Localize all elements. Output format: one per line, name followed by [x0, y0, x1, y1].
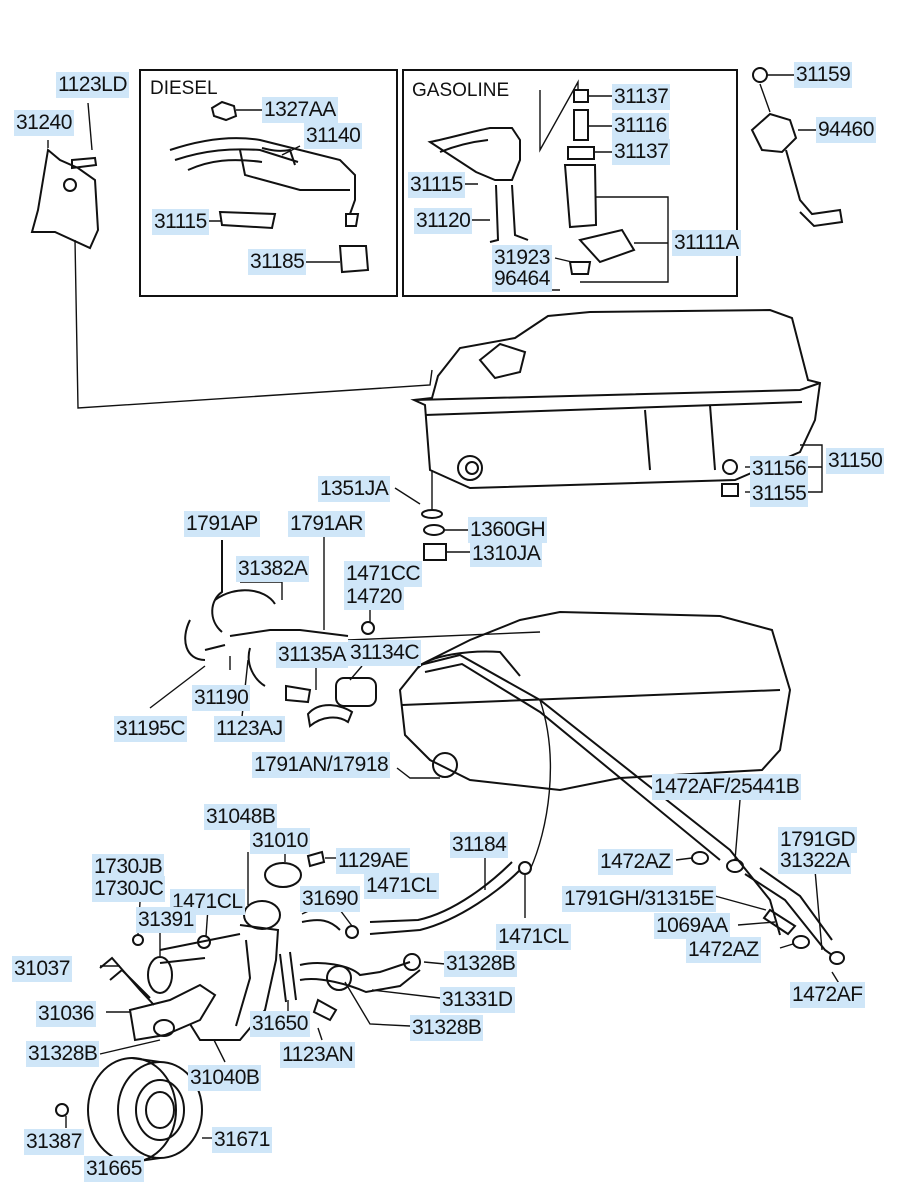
part-label-31134C[interactable]: 31134C: [348, 640, 422, 666]
part-label-1471CL-mid[interactable]: 1471CL: [364, 873, 439, 899]
part-label-31382A[interactable]: 31382A: [236, 556, 310, 582]
diesel-section-title: DIESEL: [150, 78, 218, 99]
part-label-1327AA[interactable]: 1327AA: [262, 97, 338, 123]
part-label-1791AN-17918[interactable]: 1791AN/17918: [252, 752, 391, 778]
part-label-31190[interactable]: 31190: [192, 685, 251, 711]
part-label-31037[interactable]: 31037: [12, 956, 72, 982]
part-label-1791GH-31315E[interactable]: 1791GH/31315E: [562, 886, 716, 912]
part-label-31240[interactable]: 31240: [14, 110, 74, 136]
part-label-31036[interactable]: 31036: [36, 1001, 96, 1027]
part-label-31140[interactable]: 31140: [304, 123, 363, 149]
part-label-31185[interactable]: 31185: [248, 249, 307, 275]
part-label-31328B-left[interactable]: 31328B: [26, 1041, 100, 1067]
part-label-1069AA[interactable]: 1069AA: [654, 913, 730, 939]
part-label-31159[interactable]: 31159: [794, 62, 853, 88]
part-label-31116[interactable]: 31116: [612, 113, 669, 139]
part-label-31328B-lower[interactable]: 31328B: [410, 1015, 484, 1041]
part-label-31120[interactable]: 31120: [414, 208, 473, 234]
filler-cap-parts: [750, 67, 844, 228]
part-label-1123LD[interactable]: 1123LD: [56, 72, 130, 98]
part-label-1471CL-right[interactable]: 1471CL: [496, 924, 571, 950]
part-label-31135A[interactable]: 31135A: [276, 642, 348, 668]
part-label-31137-top[interactable]: 31137: [612, 84, 671, 110]
part-label-1310JA[interactable]: 1310JA: [470, 541, 543, 567]
tank-bracket-part: [30, 148, 100, 250]
part-label-1351JA[interactable]: 1351JA: [318, 476, 391, 502]
part-label-1472AZ-upper[interactable]: 1472AZ: [598, 849, 673, 875]
fuel-tank-part: [410, 308, 822, 490]
part-label-1129AE[interactable]: 1129AE: [336, 848, 411, 874]
filler-lid-housing: [87, 1057, 203, 1163]
gasoline-pump-parts: [427, 89, 636, 275]
part-label-96464[interactable]: 96464: [492, 266, 552, 292]
part-label-31650[interactable]: 31650: [250, 1011, 310, 1037]
part-label-31184[interactable]: 31184: [450, 832, 509, 858]
fuel-tank-lower-view: [398, 610, 792, 792]
part-label-1730JB[interactable]: 1730JB: [92, 854, 165, 880]
part-label-1730JC[interactable]: 1730JC: [92, 876, 166, 902]
part-label-1360GH[interactable]: 1360GH: [468, 517, 548, 543]
part-label-31671[interactable]: 31671: [212, 1127, 272, 1153]
part-label-1791AR[interactable]: 1791AR: [288, 511, 365, 537]
part-label-14720[interactable]: 14720: [344, 584, 404, 610]
part-label-31115-gasoline[interactable]: 31115: [408, 172, 465, 198]
part-label-31328B-upper[interactable]: 31328B: [444, 951, 518, 977]
part-label-1472AF-25441B[interactable]: 1472AF/25441B: [652, 774, 802, 800]
part-label-31155[interactable]: 31155: [750, 481, 809, 507]
part-label-94460[interactable]: 94460: [816, 117, 876, 143]
part-label-31010[interactable]: 31010: [250, 828, 310, 854]
part-label-31111A[interactable]: 31111A: [672, 230, 741, 256]
diesel-section-box: [139, 69, 398, 297]
part-label-31665[interactable]: 31665: [84, 1156, 144, 1182]
diesel-pump-parts: [169, 100, 370, 274]
part-label-31391[interactable]: 31391: [136, 907, 196, 933]
part-label-31048B[interactable]: 31048B: [204, 804, 278, 830]
part-label-31322A[interactable]: 31322A: [778, 848, 852, 874]
part-label-31387[interactable]: 31387: [24, 1129, 84, 1155]
gasoline-section-box: [402, 69, 738, 297]
part-label-31115-diesel[interactable]: 31115: [152, 209, 209, 235]
part-label-31137-bottom[interactable]: 31137: [612, 139, 671, 165]
part-label-1791AP[interactable]: 1791AP: [184, 511, 260, 537]
part-label-1472AZ-lower[interactable]: 1472AZ: [686, 937, 761, 963]
part-label-31331D[interactable]: 31331D: [440, 987, 515, 1013]
gasoline-section-title: GASOLINE: [412, 80, 510, 101]
part-label-31156[interactable]: 31156: [750, 456, 809, 482]
part-label-31150[interactable]: 31150: [826, 448, 885, 474]
part-label-31690[interactable]: 31690: [300, 886, 360, 912]
part-label-31040B[interactable]: 31040B: [188, 1065, 262, 1091]
canister-hose-parts: [184, 540, 377, 728]
part-label-31195C[interactable]: 31195C: [114, 716, 188, 742]
part-label-1123AJ[interactable]: 1123AJ: [214, 716, 285, 742]
part-label-1471CC[interactable]: 1471CC: [344, 561, 423, 587]
part-label-1472AF[interactable]: 1472AF: [790, 982, 865, 1008]
part-label-1123AN[interactable]: 1123AN: [280, 1042, 356, 1068]
